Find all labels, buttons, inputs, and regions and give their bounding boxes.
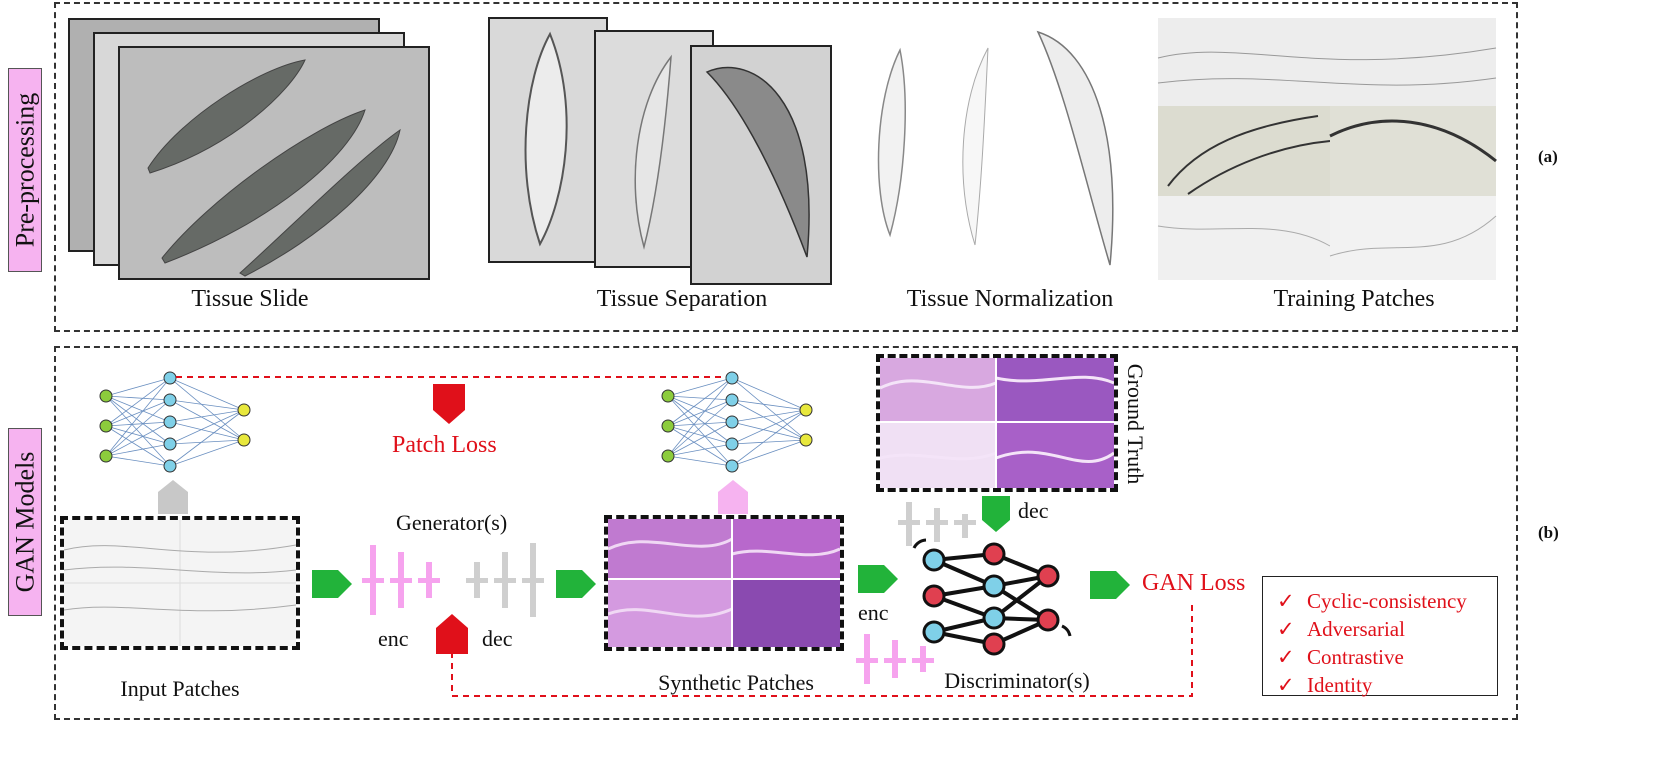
caption-tissue-normalization: Tissue Normalization bbox=[906, 286, 1114, 312]
discriminator-dec-label: dec bbox=[1018, 498, 1049, 523]
arrow-up-icon-pink bbox=[718, 480, 748, 514]
training-patch-1 bbox=[1157, 18, 1497, 106]
neural-network-icon-2 bbox=[661, 371, 813, 473]
neural-network-icon bbox=[99, 371, 251, 473]
arrow-right-icon-2 bbox=[556, 570, 596, 598]
generator-decoder-bars bbox=[466, 543, 544, 617]
arrow-up-icon-red bbox=[436, 614, 468, 654]
gan-models-panel bbox=[54, 346, 1518, 720]
separation-tissue-1 bbox=[524, 31, 568, 247]
ground-truth-image bbox=[880, 358, 1114, 488]
arrow-down-icon-green bbox=[982, 496, 1010, 532]
tissue-slide-image bbox=[147, 59, 401, 277]
normalization-tissues bbox=[877, 30, 1114, 266]
gan-models-side-label: GAN Models bbox=[8, 428, 42, 616]
patch-loss-connector-top bbox=[176, 376, 731, 378]
loss-item: ✓Cyclic-consistency bbox=[1277, 589, 1467, 613]
discriminator-enc-label: enc bbox=[858, 600, 889, 625]
synthetic-patches-label: Synthetic Patches bbox=[658, 670, 814, 695]
checkmark-icon: ✓ bbox=[1277, 645, 1295, 669]
synthetic-patches-box bbox=[604, 515, 844, 651]
ground-truth-label: Ground Truth bbox=[1123, 363, 1149, 485]
separation-tissue-2 bbox=[634, 54, 672, 250]
preprocessing-label-text: Pre-processing bbox=[10, 92, 40, 248]
loss-item: ✓Contrastive bbox=[1277, 645, 1404, 669]
input-patches-image bbox=[64, 520, 296, 646]
gan-models-label-text: GAN Models bbox=[10, 451, 39, 593]
synthetic-patches-image bbox=[608, 519, 840, 647]
input-patches-box bbox=[60, 516, 300, 650]
gan-loss-return-connector bbox=[451, 600, 1193, 697]
input-patches-label: Input Patches bbox=[120, 676, 240, 701]
preprocessing-side-label: Pre-processing bbox=[8, 68, 42, 272]
training-patch-3 bbox=[1329, 106, 1497, 196]
discriminator-label: Discriminator(s) bbox=[944, 668, 1090, 693]
caption-tissue-separation: Tissue Separation bbox=[596, 286, 768, 312]
discriminator-decoder-bars bbox=[898, 502, 976, 546]
ground-truth-label-wrap: Ground Truth bbox=[1118, 356, 1152, 492]
checkmark-icon: ✓ bbox=[1277, 589, 1295, 613]
generator-label: Generator(s) bbox=[396, 510, 508, 535]
checkmark-icon: ✓ bbox=[1277, 673, 1295, 697]
loss-item: ✓Identity bbox=[1277, 673, 1373, 697]
loss-item: ✓Adversarial bbox=[1277, 617, 1405, 641]
training-patch-5 bbox=[1329, 196, 1497, 280]
gan-loss-label: GAN Loss bbox=[1142, 570, 1246, 596]
discriminator-encoder-bars bbox=[856, 634, 934, 684]
separation-tissue-3 bbox=[705, 66, 810, 258]
ground-truth-box bbox=[876, 354, 1118, 492]
separation-slide-3 bbox=[690, 45, 832, 285]
panel-b-tag: (b) bbox=[1538, 523, 1559, 542]
caption-training-patches: Training Patches bbox=[1273, 286, 1435, 312]
separation-slide-1 bbox=[488, 17, 608, 263]
arrow-right-icon-1 bbox=[312, 570, 352, 598]
training-patch-2 bbox=[1158, 106, 1331, 196]
checkmark-icon: ✓ bbox=[1277, 617, 1295, 641]
arrow-right-icon-4 bbox=[1090, 571, 1130, 599]
generator-encoder-bars bbox=[362, 545, 440, 615]
tissue-slide-front bbox=[118, 46, 430, 280]
preprocessing-panel bbox=[54, 2, 1518, 332]
generator-enc-label: enc bbox=[378, 626, 409, 651]
arrow-up-icon-gray bbox=[158, 480, 188, 514]
training-patches-grid bbox=[1157, 18, 1497, 280]
arrow-down-icon-red bbox=[433, 384, 465, 424]
generator-dec-label: dec bbox=[482, 626, 513, 651]
discriminator-network-icon bbox=[912, 538, 1072, 656]
patch-loss-label: Patch Loss bbox=[392, 432, 497, 458]
arrow-right-icon-3 bbox=[858, 565, 898, 593]
training-patch-4 bbox=[1157, 196, 1331, 280]
caption-tissue-slide: Tissue Slide bbox=[191, 286, 309, 312]
loss-list: ✓Cyclic-consistency ✓Adversarial ✓Contra… bbox=[1262, 576, 1498, 697]
panel-a-tag: (a) bbox=[1538, 147, 1558, 166]
